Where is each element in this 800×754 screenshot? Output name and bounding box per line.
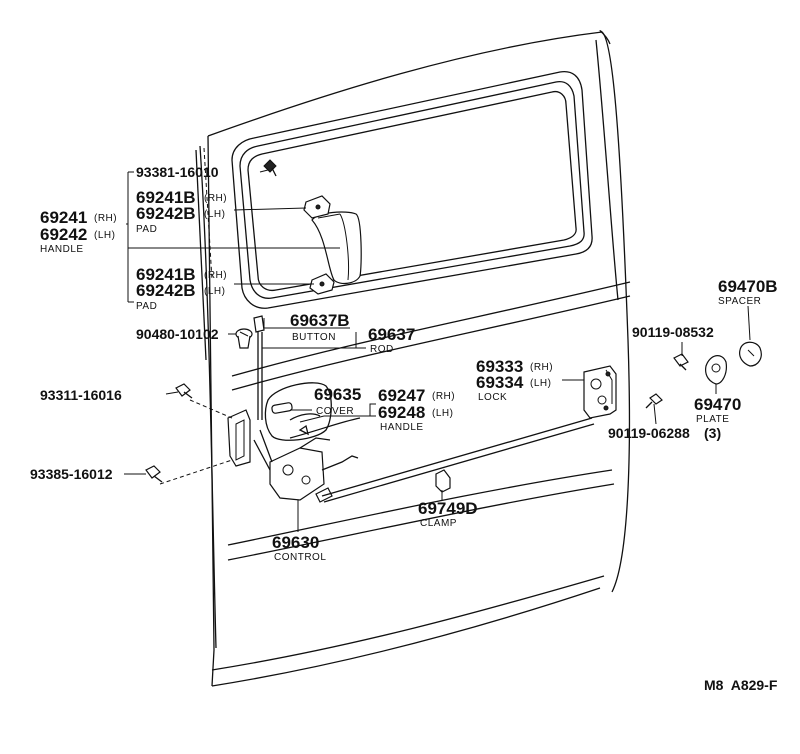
label-button: BUTTON — [292, 332, 336, 343]
pad-lower-icon — [309, 273, 335, 295]
label-69242b-lower: 69242B — [136, 281, 196, 300]
label-93381-16010: 93381-16010 — [136, 164, 219, 180]
label-69630: 69630 — [272, 533, 319, 552]
pad-upper-icon — [303, 195, 331, 219]
label-69749d: 69749D — [418, 499, 478, 518]
label-69637: 69637 — [368, 325, 415, 344]
label-69635: 69635 — [314, 385, 361, 404]
door-lock-icon — [583, 365, 617, 419]
label-plate: PLATE — [696, 414, 729, 425]
label-control: CONTROL — [274, 552, 326, 563]
bolt-93385-icon — [145, 465, 163, 483]
label-rod: ROD — [370, 344, 394, 355]
clamp-icon — [435, 469, 451, 493]
label-69241: 69241 — [40, 208, 87, 227]
label-69241b-upper-rh: (RH) — [204, 193, 227, 204]
label-69242b-upper: 69242B — [136, 204, 196, 223]
label-90119-06288: 90119-06288 — [608, 425, 690, 441]
label-clamp: CLAMP — [420, 518, 457, 529]
label-90119-06288-qty: (3) — [704, 425, 721, 441]
label-69247: 69247 — [378, 386, 425, 405]
label-spacer: SPACER — [718, 296, 761, 307]
label-handle-outside: HANDLE — [40, 244, 84, 255]
grommet-90480-icon — [235, 328, 253, 349]
lock-button-icon — [253, 315, 265, 420]
label-69241b-upper: 69241B — [136, 188, 196, 207]
label-93311-16016: 93311-16016 — [40, 387, 122, 403]
screw-93381-icon — [263, 159, 277, 177]
label-69333-rh: (RH) — [530, 362, 553, 373]
label-69242b-upper-lh: (LH) — [204, 209, 225, 220]
label-93385-16012: 93385-16012 — [30, 466, 113, 482]
label-69333: 69333 — [476, 357, 523, 376]
label-69247-rh: (RH) — [432, 391, 455, 402]
label-69637b: 69637B — [290, 311, 350, 330]
hinge-bracket-icon — [159, 399, 251, 485]
label-69248: 69248 — [378, 403, 425, 422]
spacer-icon — [739, 341, 762, 367]
window-opening — [231, 70, 593, 309]
label-handle-inside: HANDLE — [380, 422, 424, 433]
label-69242: 69242 — [40, 225, 87, 244]
label-69241b-lower: 69241B — [136, 265, 196, 284]
labels: 93381-16010 69241B (RH) 69242B (LH) PAD … — [30, 164, 778, 693]
label-pad-upper: PAD — [136, 224, 157, 235]
label-69242b-lower-lh: (LH) — [204, 286, 225, 297]
inside-handle-cover-icon — [264, 382, 332, 441]
label-69248-lh: (LH) — [432, 408, 453, 419]
label-cover: COVER — [316, 406, 354, 417]
screw-90119-06288-icon — [645, 393, 663, 409]
sliding-door-panel — [195, 30, 631, 687]
bolt-93311-icon — [175, 383, 193, 399]
label-69334: 69334 — [476, 373, 524, 392]
label-90119-08532: 90119-08532 — [632, 324, 714, 340]
control-assembly-icon — [253, 429, 359, 503]
leader-lines — [124, 169, 751, 532]
label-90480-10102: 90480-10102 — [136, 326, 219, 342]
connecting-rod-icon — [289, 417, 595, 503]
bolt-90119-08532-icon — [673, 353, 689, 371]
label-pad-lower: PAD — [136, 301, 157, 312]
label-69241b-lower-rh: (RH) — [204, 270, 227, 281]
label-69334-lh: (LH) — [530, 378, 551, 389]
label-lock: LOCK — [478, 392, 507, 403]
label-69242-lh: (LH) — [94, 230, 115, 241]
label-69241-rh: (RH) — [94, 213, 117, 224]
label-69470: 69470 — [694, 395, 741, 414]
striker-plate-icon — [705, 355, 727, 385]
diagram-reference-code: M8 A829-F — [704, 677, 778, 693]
label-69470b: 69470B — [718, 277, 778, 296]
